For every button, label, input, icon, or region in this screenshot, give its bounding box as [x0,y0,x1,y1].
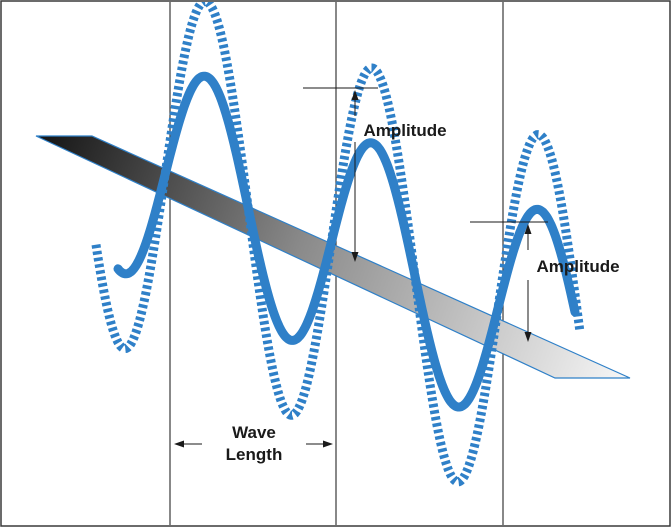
amplitude-marker-2: Amplitude [470,221,620,342]
wavelength-label-line1: Wave [232,423,276,442]
amplitude-label-1: Amplitude [363,121,446,140]
wavelength-marker: Wave Length [174,423,333,464]
propagation-plane [35,135,631,379]
solid-wave [113,71,580,412]
wavelength-label-line2: Length [226,445,283,464]
dashed-wave [91,2,585,487]
amplitude-label-2: Amplitude [536,257,619,276]
amplitude-marker-1: Amplitude [303,87,447,262]
